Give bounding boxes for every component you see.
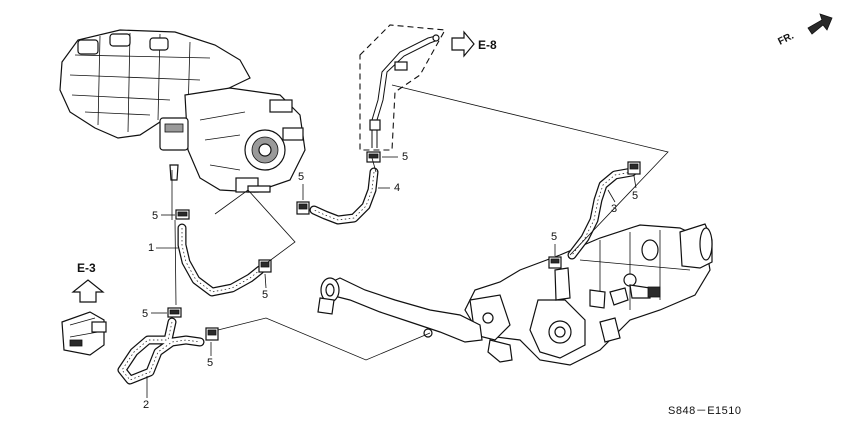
callout-part-4: 4 bbox=[394, 182, 400, 194]
clip-5b-icon bbox=[167, 307, 182, 318]
hose-4 bbox=[309, 167, 379, 225]
front-direction-indicator: FR. bbox=[776, 13, 833, 48]
hose-2 bbox=[117, 317, 205, 385]
fr-label: FR. bbox=[776, 30, 796, 47]
callout-part-3: 3 bbox=[611, 203, 617, 215]
clip-5h-icon bbox=[548, 256, 562, 269]
callout-clip-5h: 5 bbox=[551, 231, 557, 243]
clip-5d-icon bbox=[258, 259, 272, 273]
clip-5f-icon bbox=[366, 151, 381, 163]
callout-clip-5d: 5 bbox=[262, 289, 268, 301]
callout-clip-5b: 5 bbox=[142, 308, 148, 320]
diagram-code: S848－E1510 bbox=[668, 405, 742, 417]
callout-clip-5g: 5 bbox=[632, 190, 638, 202]
clip-5a-icon bbox=[175, 209, 190, 220]
hose-1 bbox=[177, 223, 265, 297]
hose-3 bbox=[567, 167, 637, 260]
callout-clip-5e: 5 bbox=[298, 171, 304, 183]
water-outlet-assembly bbox=[317, 223, 713, 366]
callout-part-1: 1 bbox=[148, 242, 154, 254]
reference-e8: E-8 bbox=[478, 38, 497, 52]
reference-e3: E-3 bbox=[77, 261, 96, 275]
callout-part-2: 2 bbox=[143, 399, 149, 411]
callout-labels: 1 2 3 4 5 5 5 5 5 5 5 5 bbox=[142, 151, 638, 411]
callout-clip-5f: 5 bbox=[402, 151, 408, 163]
e8-reference-box bbox=[359, 24, 446, 151]
e3-reference bbox=[61, 279, 107, 356]
intake-manifold-assembly bbox=[59, 29, 306, 193]
e8-arrow-icon bbox=[451, 30, 475, 58]
hose-clips bbox=[167, 151, 641, 341]
clip-5g-icon bbox=[627, 161, 641, 175]
callout-clip-5c: 5 bbox=[207, 357, 213, 369]
clip-5c-icon bbox=[205, 327, 219, 341]
connector-lines bbox=[171, 84, 669, 361]
callout-clip-5a: 5 bbox=[152, 210, 158, 222]
clip-5e-icon bbox=[296, 201, 310, 215]
fr-arrow-icon bbox=[807, 13, 833, 35]
